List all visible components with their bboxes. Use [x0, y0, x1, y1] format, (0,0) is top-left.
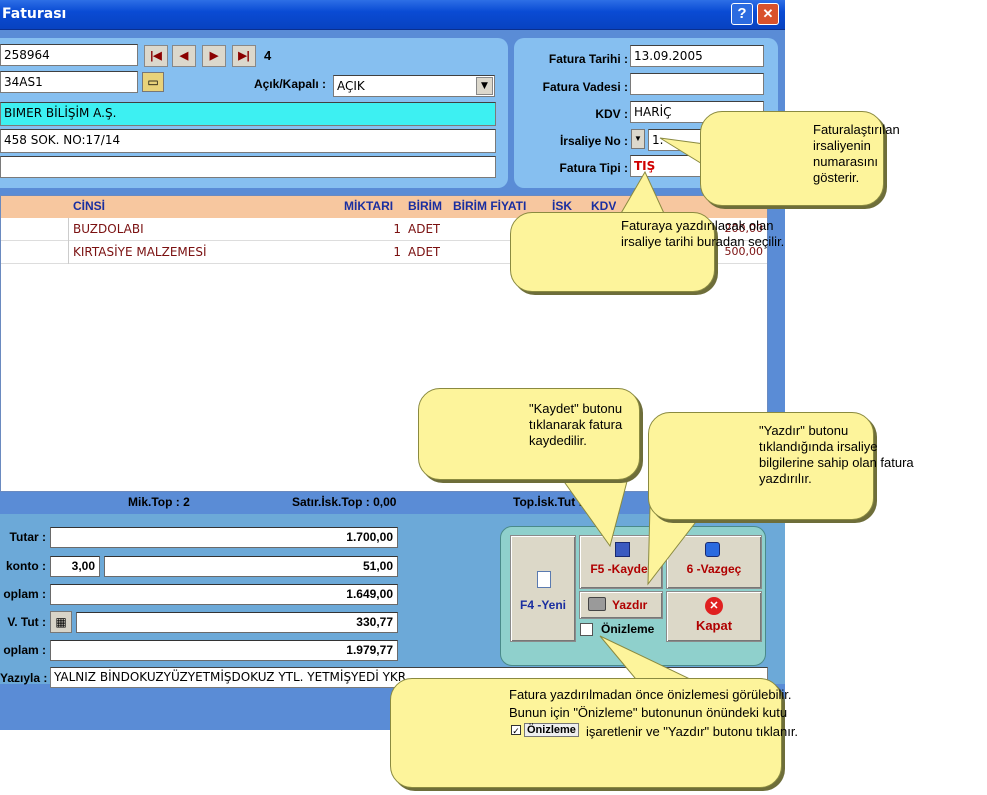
print-button-label: Yazdır — [612, 598, 648, 612]
acik-kapali-value: AÇIK — [337, 79, 365, 93]
toplam-label: oplam : — [3, 587, 46, 601]
tip-irsaliye-no: Faturalaştırılan irsaliyenin numarasını … — [700, 111, 900, 206]
irsaliye-no-label: İrsaliye No : — [559, 134, 628, 148]
nav-next-button[interactable]: ▶ — [202, 45, 226, 67]
tip-irsaliye-no-text: Faturalaştırılan irsaliyenin numarasını … — [813, 122, 900, 185]
top-isk-tut: Top.İsk.Tut : — [513, 495, 583, 509]
cell-miktari: 1 — [393, 245, 401, 259]
preview-checked-checkbox-icon: ✓ — [511, 725, 521, 736]
save-button-label: F5 -Kaydet — [590, 562, 652, 576]
kdv-tut-label: V. Tut : — [7, 615, 46, 629]
new-document-icon — [537, 571, 551, 588]
nav-prev-button[interactable]: ◀ — [172, 45, 196, 67]
chevron-down-icon[interactable]: ▼ — [476, 77, 493, 95]
kdv-tut-field[interactable]: 330,77 — [76, 612, 398, 633]
fatura-vadesi-field[interactable] — [630, 73, 764, 95]
col-birim[interactable]: BİRİM — [408, 199, 442, 213]
row-indicator-column — [1, 218, 69, 264]
nav-last-button[interactable]: ▶| — [232, 45, 256, 67]
preview-checkbox[interactable] — [580, 623, 593, 636]
yaziyla-label: Yazıyla : — [0, 671, 48, 685]
tip-onizleme-line3: işaretlenir ve "Yazdır" butonu tıklanır. — [586, 724, 799, 739]
col-birim-fiyati[interactable]: BİRİM FİYATI — [453, 199, 527, 213]
help-button[interactable]: ? — [731, 3, 753, 25]
window-title: Faturası — [2, 6, 67, 22]
tip-irsaliye-tarih: Faturaya yazdırılacak olan irsaliye tari… — [510, 212, 784, 292]
fatura-vadesi-label: Fatura Vadesi : — [542, 80, 628, 94]
preview-checkbox-label[interactable]: Önizleme — [601, 622, 655, 636]
save-button[interactable]: F5 -Kaydet — [579, 535, 663, 589]
cell-miktari: 1 — [393, 222, 401, 236]
toplam-field[interactable]: 1.649,00 — [50, 584, 398, 605]
invoice-no-field[interactable]: 258964 — [0, 44, 138, 66]
title-bar: Faturası ? ✕ — [0, 0, 785, 30]
close-icon: ✕ — [705, 597, 723, 615]
tip-kaydet-text: "Kaydet" butonu tıklanarak fatura kayded… — [529, 401, 623, 448]
cell-tutar: 200,00 — [724, 222, 764, 235]
record-count: 4 — [264, 48, 272, 63]
acik-kapali-label: Açık/Kapalı : — [253, 77, 326, 91]
address2-field[interactable] — [0, 156, 496, 178]
cell-cinsi: KIRTASİYE MALZEMESİ — [73, 245, 207, 259]
address-field[interactable]: 458 SOK. NO:17/14 — [0, 129, 496, 153]
floppy-disk-icon — [615, 542, 630, 557]
tip-onizleme-check: Önizleme — [524, 723, 579, 737]
tip-kaydet: "Kaydet" butonu tıklanarak fatura kayded… — [418, 388, 640, 480]
col-miktari[interactable]: MİKTARI — [344, 199, 394, 213]
cell-tutar: 500,00 — [724, 245, 764, 258]
close-window-button[interactable]: ✕ Kapat — [666, 591, 762, 642]
iskonto-label: konto : — [6, 559, 46, 573]
invoice-window: 258964 34AS1 |◀ ◀ ▶ ▶| 4 ▭ Açık/Kapalı :… — [0, 30, 785, 730]
cell-birim: ADET — [408, 245, 441, 259]
tip-onizleme-line1: Fatura yazdırılmadan önce önizlemesi gör… — [509, 687, 792, 702]
fatura-tipi-label: Fatura Tipi : — [559, 161, 628, 175]
col-kdv[interactable]: KDV — [591, 199, 617, 213]
nav-first-button[interactable]: |◀ — [144, 45, 168, 67]
iskonto-field[interactable]: 51,00 — [104, 556, 398, 577]
tip-irsaliye-tarih-text: Faturaya yazdırılacak olan irsaliye tari… — [621, 218, 785, 249]
new-button-label: F4 -Yeni — [519, 598, 566, 612]
fatura-tarihi-field[interactable]: 13.09.2005 — [630, 45, 764, 67]
iskonto-pct-field[interactable]: 3,00 — [50, 556, 100, 577]
customer-code-field[interactable]: 34AS1 — [0, 71, 138, 93]
cell-birim: ADET — [408, 222, 441, 236]
company-name-field[interactable]: BIMER BİLİŞİM A.Ş. — [0, 102, 496, 126]
tip-onizleme: Fatura yazdırılmadan önce önizlemesi gör… — [390, 678, 798, 788]
new-button[interactable]: F4 -Yeni — [510, 535, 576, 642]
mik-top: Mik.Top : 2 — [128, 495, 190, 509]
satir-isk-top: Satır.İsk.Top : 0,00 — [292, 495, 397, 509]
print-button[interactable]: Yazdır — [579, 591, 663, 619]
tip-onizleme-line2: Bunun için "Önizleme" butonunun önündeki… — [509, 705, 788, 720]
close-button[interactable]: ✕ — [757, 3, 779, 25]
col-isk[interactable]: İSK — [552, 199, 573, 213]
genel-toplam-field[interactable]: 1.979,77 — [50, 640, 398, 661]
tip-yazdir-text: "Yazdır" butonu tıklandığında irsaliye b… — [759, 423, 914, 486]
col-cinsi[interactable]: CİNSİ — [73, 199, 106, 213]
undo-icon — [705, 542, 720, 557]
irsaliye-dropdown-chevron-icon[interactable]: ▼ — [631, 129, 645, 149]
acik-kapali-select[interactable]: AÇIK ▼ — [333, 75, 495, 97]
close-window-button-label: Kapat — [695, 618, 733, 633]
cancel-button[interactable]: 6 -Vazgeç — [666, 535, 762, 589]
fatura-tarihi-label: Fatura Tarihi : — [548, 52, 628, 66]
folder-open-icon[interactable]: ▭ — [142, 72, 164, 92]
calculator-icon[interactable]: ▦ — [50, 611, 72, 633]
cell-cinsi: BUZDOLABI — [73, 222, 144, 236]
tutar-field[interactable]: 1.700,00 — [50, 527, 398, 548]
printer-icon — [588, 597, 606, 611]
genel-toplam-label: oplam : — [3, 643, 46, 657]
tutar-label: Tutar : — [9, 530, 46, 544]
tip-yazdir: "Yazdır" butonu tıklandığında irsaliye b… — [648, 412, 914, 520]
cancel-button-label: 6 -Vazgeç — [686, 562, 742, 576]
kdv-label: KDV : — [595, 107, 628, 121]
